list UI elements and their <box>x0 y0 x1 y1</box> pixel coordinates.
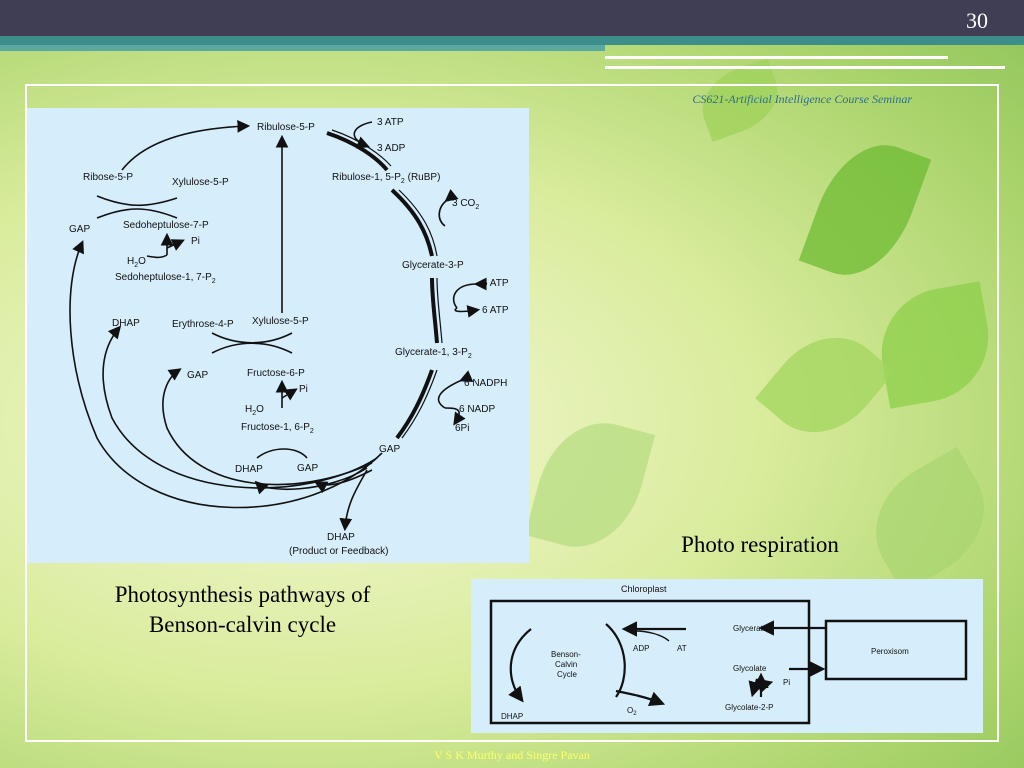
label-glycerate-1-3-p2: Glycerate-1, 3-P2 <box>395 347 472 360</box>
label-3-adp: 3 ADP <box>377 143 406 154</box>
label-h2o-fructose: H2O <box>245 404 264 417</box>
label-3-co2: 3 CO2 <box>452 198 479 211</box>
accent-bar-secondary <box>0 45 605 51</box>
label-xylulose-5-p-top: Xylulose-5-P <box>172 177 229 188</box>
label-6-atp-b: 6 ATP <box>482 305 509 316</box>
label-3-atp: 3 ATP <box>377 117 404 128</box>
label-fructose-1-6-p2: Fructose-1, 6-P2 <box>241 422 314 435</box>
label-peroxisom: Peroxisom <box>871 647 909 656</box>
label-pi-sedo: Pi <box>191 236 200 247</box>
label-gap-mid: GAP <box>187 370 208 381</box>
label-adp: ADP <box>633 644 649 653</box>
label-ribose-5-p: Ribose-5-P <box>83 172 133 183</box>
footer-authors: V S K Murthy and Singre Pavan <box>434 748 590 762</box>
photorespiration-diagram: Chloroplast Benson- Calvin Cycle ADP AT … <box>471 579 983 733</box>
label-gap-right: GAP <box>379 444 400 455</box>
peroxisom-box <box>824 619 968 681</box>
chloroplast-box <box>489 599 811 725</box>
label-6-nadph: 6 NADPH <box>464 378 507 389</box>
caption-photo-respiration: Photo respiration <box>681 532 839 557</box>
slide-number: 30 <box>966 8 988 33</box>
label-6-nadp: 6 NADP <box>459 404 495 415</box>
label-sedoheptulose-7-p: Sedoheptulose-7-P <box>123 220 209 231</box>
label-xylulose-5-p-mid: Xylulose-5-P <box>252 316 309 327</box>
calvin-cycle-svg: Ribulose-5-P 3 ATP 3 ADP Ribulose-1, 5-P… <box>69 117 509 557</box>
label-h2o-sedo: H2O <box>127 256 146 269</box>
label-calvin: Calvin <box>555 660 577 669</box>
divider-line <box>605 56 948 59</box>
label-glycolate: Glycolate <box>733 664 767 673</box>
content-frame <box>25 84 999 742</box>
course-title: CS621-Artificial Intelligence Course Sem… <box>692 92 912 106</box>
label-fructose-6-p: Fructose-6-P <box>247 368 305 379</box>
label-erythrose-4-p: Erythrose-4-P <box>172 319 234 330</box>
label-glycerate-3-p: Glycerate-3-P <box>402 260 464 271</box>
label-sedoheptulose-1-7-p2: Sedoheptulose-1, 7-P2 <box>115 272 216 285</box>
label-dhap-left: DHAP <box>112 318 140 329</box>
label-dhap-product: DHAP <box>327 532 355 543</box>
label-product-or-feedback: (Product or Feedback) <box>289 546 389 557</box>
label-cycle: Cycle <box>557 670 578 679</box>
label-glycolate-2-p: Glycolate-2-P <box>725 703 773 712</box>
label-chloroplast: Chloroplast <box>621 584 667 594</box>
label-ribulose-5-p: Ribulose-5-P <box>257 122 315 133</box>
label-gap-left: GAP <box>69 224 90 235</box>
label-6pi: 6Pi <box>455 423 469 434</box>
accent-bar <box>0 36 1024 45</box>
label-glycerate: Glycerate <box>733 624 768 633</box>
label-gap-low: GAP <box>297 463 318 474</box>
label-o2: O2 <box>627 706 637 717</box>
calvin-cycle-diagram: Ribulose-5-P 3 ATP 3 ADP Ribulose-1, 5-P… <box>27 108 529 563</box>
title-bar <box>0 0 1024 36</box>
divider-line <box>605 66 1005 69</box>
photorespiration-svg: Chloroplast Benson- Calvin Cycle ADP AT … <box>489 584 968 725</box>
label-benson: Benson- <box>551 650 581 659</box>
label-dhap: DHAP <box>501 712 523 721</box>
label-dhap-low: DHAP <box>235 464 263 475</box>
label-pi-fructose: Pi <box>299 384 308 395</box>
label-at: AT <box>677 644 687 653</box>
caption-photosynthesis: Photosynthesis pathways of Benson-calvin… <box>114 582 371 637</box>
label-rubp: Ribulose-1, 5-P2 (RuBP) <box>332 172 440 185</box>
label-6-atp-a: 6 ATP <box>482 278 509 289</box>
label-pi: Pi <box>783 678 790 687</box>
